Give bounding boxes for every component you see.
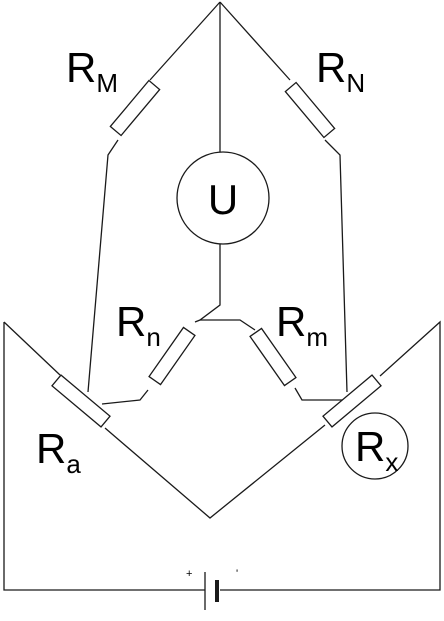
rx-circle [341,412,409,480]
wire-rm-ra [87,139,119,393]
wire-apex-rm [149,1,221,81]
battery-minus-label: ' [236,568,238,580]
label-rn-small: Rn [116,298,161,352]
label-rx: Rx [355,423,398,477]
wire-v-bottom [104,424,326,519]
battery: + ' [186,568,238,610]
resistor-rn-top [284,81,336,139]
resistor-rm-small [249,327,297,387]
resistor-rn-small [148,326,196,386]
wire-right-outer [220,320,441,591]
label-rn-top: RN [316,44,365,98]
voltmeter-circle [176,151,270,245]
label-rm-top: RM [66,44,118,98]
circuit-wires [3,1,441,591]
wire-meter-junction [194,237,221,323]
voltmeter-label: U [208,176,238,223]
resistor-ra [51,374,111,428]
label-rm-small: Rm [276,298,328,352]
voltmeter: U [176,151,270,245]
wire-left-top [3,321,61,376]
label-ra: Ra [36,425,81,479]
wire-rn-left [101,389,149,405]
resistor-rx [322,374,382,428]
wire-junction-rm [200,319,256,331]
wire-rm-right [294,387,345,401]
wire-left-outer [3,322,205,591]
wire-rn-rx [324,139,348,393]
wire-apex-rn [219,1,291,81]
resistor-rm-top [109,79,161,137]
battery-plus-label: + [186,568,192,580]
